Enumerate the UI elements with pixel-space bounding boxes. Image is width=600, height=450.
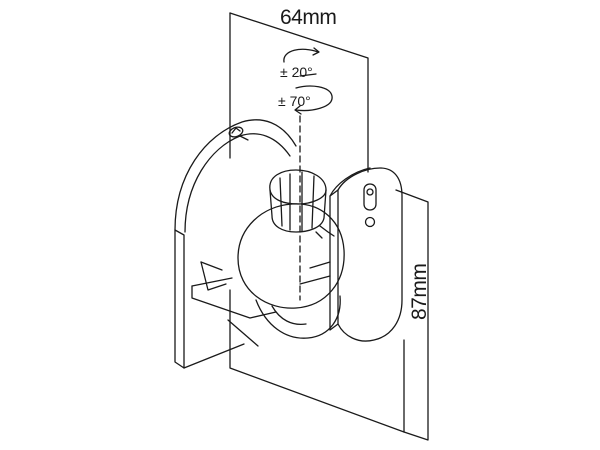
locking-knob — [269, 169, 335, 239]
tilt-angle-label: ± 20° — [280, 64, 313, 80]
ball-joint — [237, 203, 345, 339]
swivel-rotation-arrow-icon — [294, 85, 333, 115]
wall-plane-height-reference — [395, 189, 429, 441]
tilt-rotation-arrow-icon — [283, 47, 320, 77]
height-dimension-label: 87mm — [408, 263, 431, 320]
wall-plane-width-reference — [229, 12, 405, 433]
speaker-plate — [299, 167, 403, 342]
swivel-angle-label: ± 70° — [278, 93, 311, 109]
support-arm — [191, 261, 277, 347]
mount-screw-hole-icon — [363, 183, 377, 228]
wall-plate — [174, 119, 297, 369]
width-dimension-label: 64mm — [280, 6, 337, 29]
